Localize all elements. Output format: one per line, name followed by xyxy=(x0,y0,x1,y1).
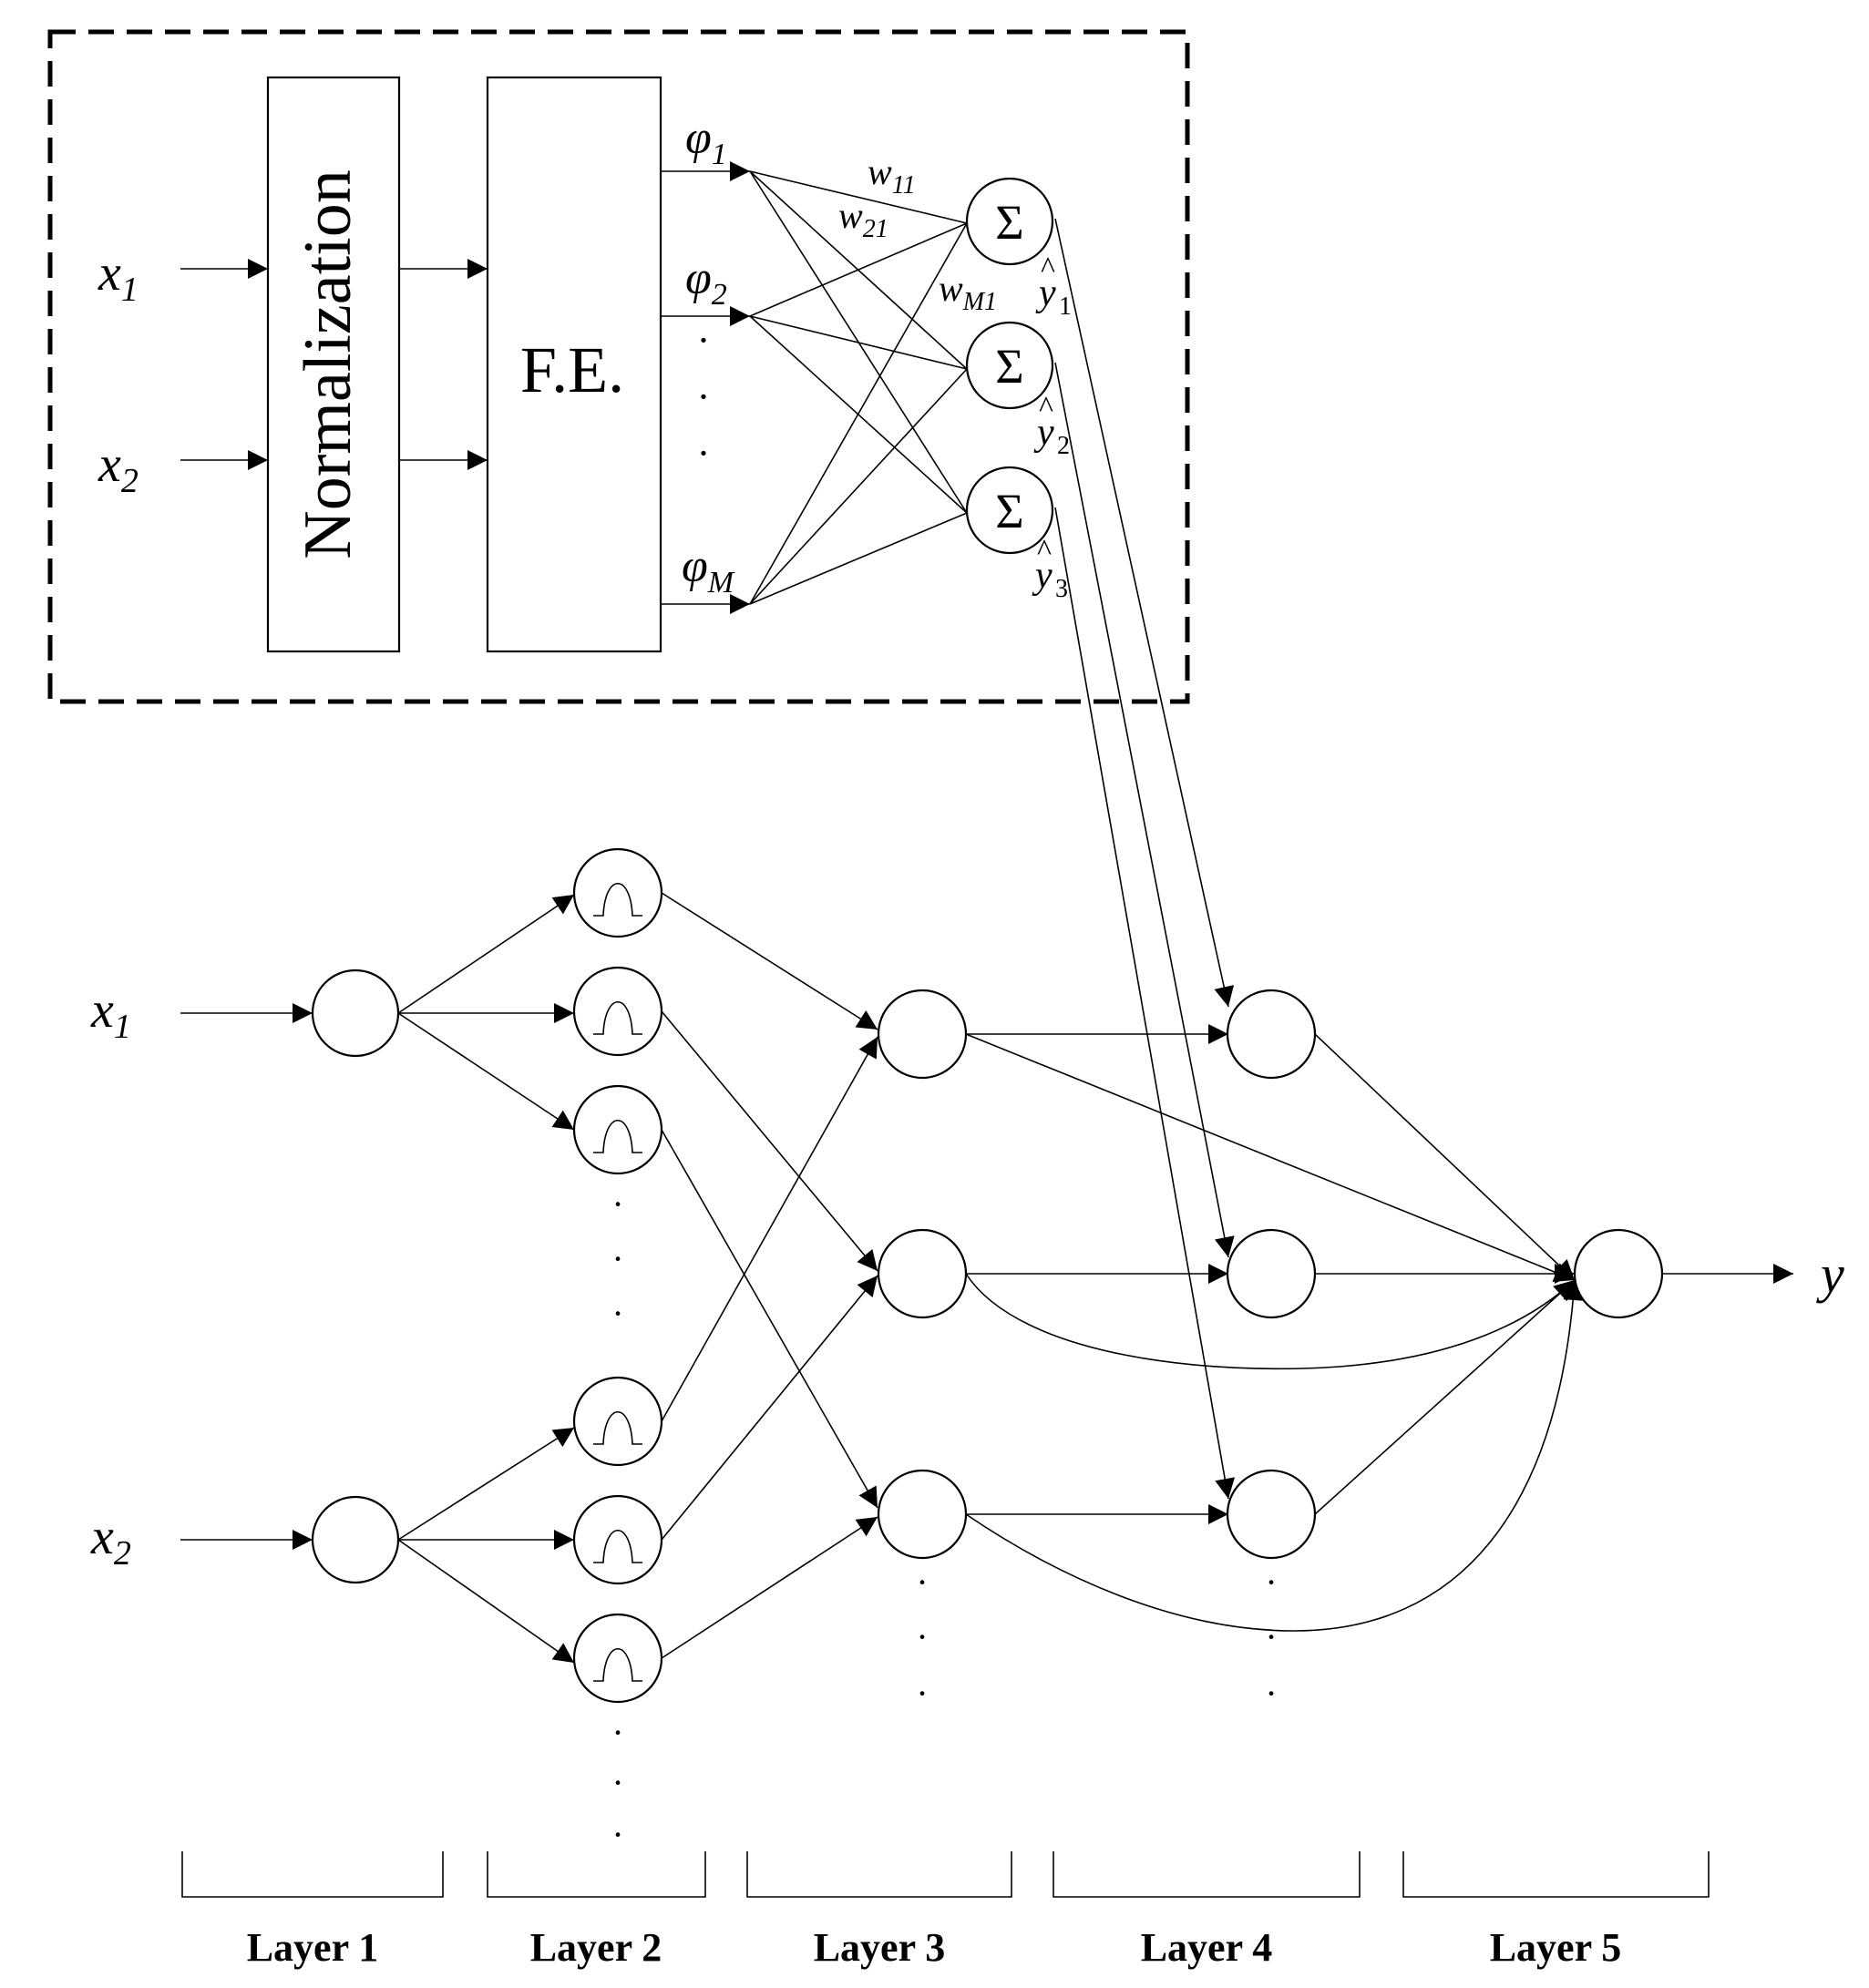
pre-input-x2-label: x2 xyxy=(98,436,139,500)
layer3-to-layer4-connections xyxy=(966,1024,1228,1524)
sum-to-layer4-connections xyxy=(1054,218,1236,1500)
sum-symbol-2: Σ xyxy=(995,339,1023,394)
layer2-ellipsis-dot-4: · xyxy=(611,1712,623,1753)
phi2-label: φ2 xyxy=(685,252,727,312)
svg-text:^: ^ xyxy=(1037,534,1052,568)
phi-to-sum-connections xyxy=(749,170,968,605)
layer2-node-3 xyxy=(572,1084,663,1175)
svg-text:y: y xyxy=(1035,272,1056,314)
net-input-x2-label: x2 xyxy=(90,1509,131,1573)
layer4-bracket xyxy=(1053,1851,1361,1898)
layer2-to-layer3-connections xyxy=(661,892,878,1659)
layer3-node-2 xyxy=(877,1228,968,1319)
layer2-node-5 xyxy=(572,1494,663,1585)
sum-symbol-3: Σ xyxy=(995,484,1023,538)
layer2-ellipsis-dot-5: · xyxy=(611,1762,623,1803)
svg-text:^: ^ xyxy=(1039,391,1053,425)
layer1-node-1 xyxy=(311,968,400,1058)
weight-wM1-label: wM1 xyxy=(939,268,997,316)
svg-text:1: 1 xyxy=(1059,292,1072,321)
layer3-label: Layer 3 xyxy=(814,1925,946,1970)
layer1-to-layer2-connections xyxy=(397,894,575,1664)
layer3-ellipsis-dot-2: · xyxy=(916,1616,928,1657)
layer5-label: Layer 5 xyxy=(1490,1925,1622,1970)
svg-text:y: y xyxy=(1033,412,1054,454)
weight-w21-label: w21 xyxy=(838,195,888,243)
phi1-label: φ1 xyxy=(685,112,727,171)
sum-symbol-1: Σ xyxy=(995,195,1023,250)
layer5-bracket xyxy=(1402,1851,1710,1898)
svg-text:y: y xyxy=(1032,555,1053,597)
layer2-node-4 xyxy=(572,1376,663,1467)
layer4-node-1 xyxy=(1226,989,1317,1080)
anfis-network: x1 x2 xyxy=(90,847,1844,1855)
layer4-ellipsis-dot-2: · xyxy=(1265,1616,1277,1657)
layer4-node-2 xyxy=(1226,1228,1317,1319)
normalization-block xyxy=(266,76,401,653)
gaussian-membership-icon xyxy=(593,1000,642,1035)
normalization-label: Normalization xyxy=(291,169,365,558)
svg-text:3: 3 xyxy=(1055,575,1068,603)
layer3-node-3 xyxy=(877,1469,968,1560)
layer1-label: Layer 1 xyxy=(247,1925,379,1970)
yhat1-label: y ^ 1 xyxy=(1035,251,1072,321)
phi-ellipsis-dot-2: · xyxy=(697,374,711,419)
layer4-ellipsis-dot-1: · xyxy=(1265,1562,1277,1603)
layer2-node-1 xyxy=(572,847,663,938)
weight-w11-label: w11 xyxy=(868,151,916,200)
layer4-to-layer5-connections xyxy=(1314,1033,1576,1515)
sum-node-3 xyxy=(965,466,1054,555)
layer2-bracket xyxy=(487,1851,706,1898)
svg-text:2: 2 xyxy=(1057,432,1070,460)
output-y-label: y xyxy=(1816,1245,1844,1304)
layer1-node-2 xyxy=(311,1495,400,1584)
net-input-x1-label: x1 xyxy=(90,982,131,1046)
layer4-node-3 xyxy=(1226,1469,1317,1560)
gaussian-membership-icon xyxy=(593,1119,642,1153)
phi-ellipsis-dot-1: · xyxy=(697,318,711,363)
layer4-label: Layer 4 xyxy=(1141,1925,1273,1970)
layer2-ellipsis-dot-2: · xyxy=(611,1238,623,1279)
layer3-bracket xyxy=(746,1851,1012,1898)
pre-input-x1-label: x1 xyxy=(98,245,139,309)
phiM-label: φM xyxy=(682,540,735,599)
gaussian-membership-icon xyxy=(593,882,642,917)
preprocessing-region: x1 x2 Normalization F.E. φ1 φ2 φM · · · xyxy=(47,29,1190,704)
sum-node-1 xyxy=(965,177,1054,266)
layer2-ellipsis-dot-1: · xyxy=(611,1184,623,1225)
gaussian-membership-icon xyxy=(593,1647,642,1682)
layer5-output-node xyxy=(1573,1228,1664,1319)
svg-text:^: ^ xyxy=(1041,251,1055,285)
layer3-ellipsis-dot-1: · xyxy=(916,1562,928,1603)
yhat2-label: y ^ 2 xyxy=(1033,391,1070,460)
layer2-node-6 xyxy=(572,1613,663,1704)
sum-node-2 xyxy=(965,321,1054,410)
feature-extraction-block xyxy=(486,76,662,653)
layer3-to-layer5-connections xyxy=(965,1033,1584,1632)
layer3-node-1 xyxy=(877,989,968,1080)
dashed-boundary xyxy=(47,29,1190,704)
gaussian-membership-icon xyxy=(593,1410,642,1445)
phi-ellipsis-dot-3: · xyxy=(697,431,711,476)
layer3-ellipsis-dot-3: · xyxy=(916,1673,928,1714)
layer-brackets: Layer 1 Layer 2 Layer 3 Layer 4 Layer 5 xyxy=(181,1851,1710,1970)
layer2-label: Layer 2 xyxy=(530,1925,662,1970)
layer1-bracket xyxy=(181,1851,444,1898)
layer2-node-2 xyxy=(572,966,663,1057)
gaussian-membership-icon xyxy=(593,1529,642,1563)
feature-extraction-label: F.E. xyxy=(520,333,624,406)
layer4-ellipsis-dot-3: · xyxy=(1265,1673,1277,1714)
layer2-ellipsis-dot-3: · xyxy=(611,1293,623,1334)
yhat3-label: y ^ 3 xyxy=(1032,534,1068,603)
layer2-ellipsis-dot-6: · xyxy=(611,1814,623,1855)
